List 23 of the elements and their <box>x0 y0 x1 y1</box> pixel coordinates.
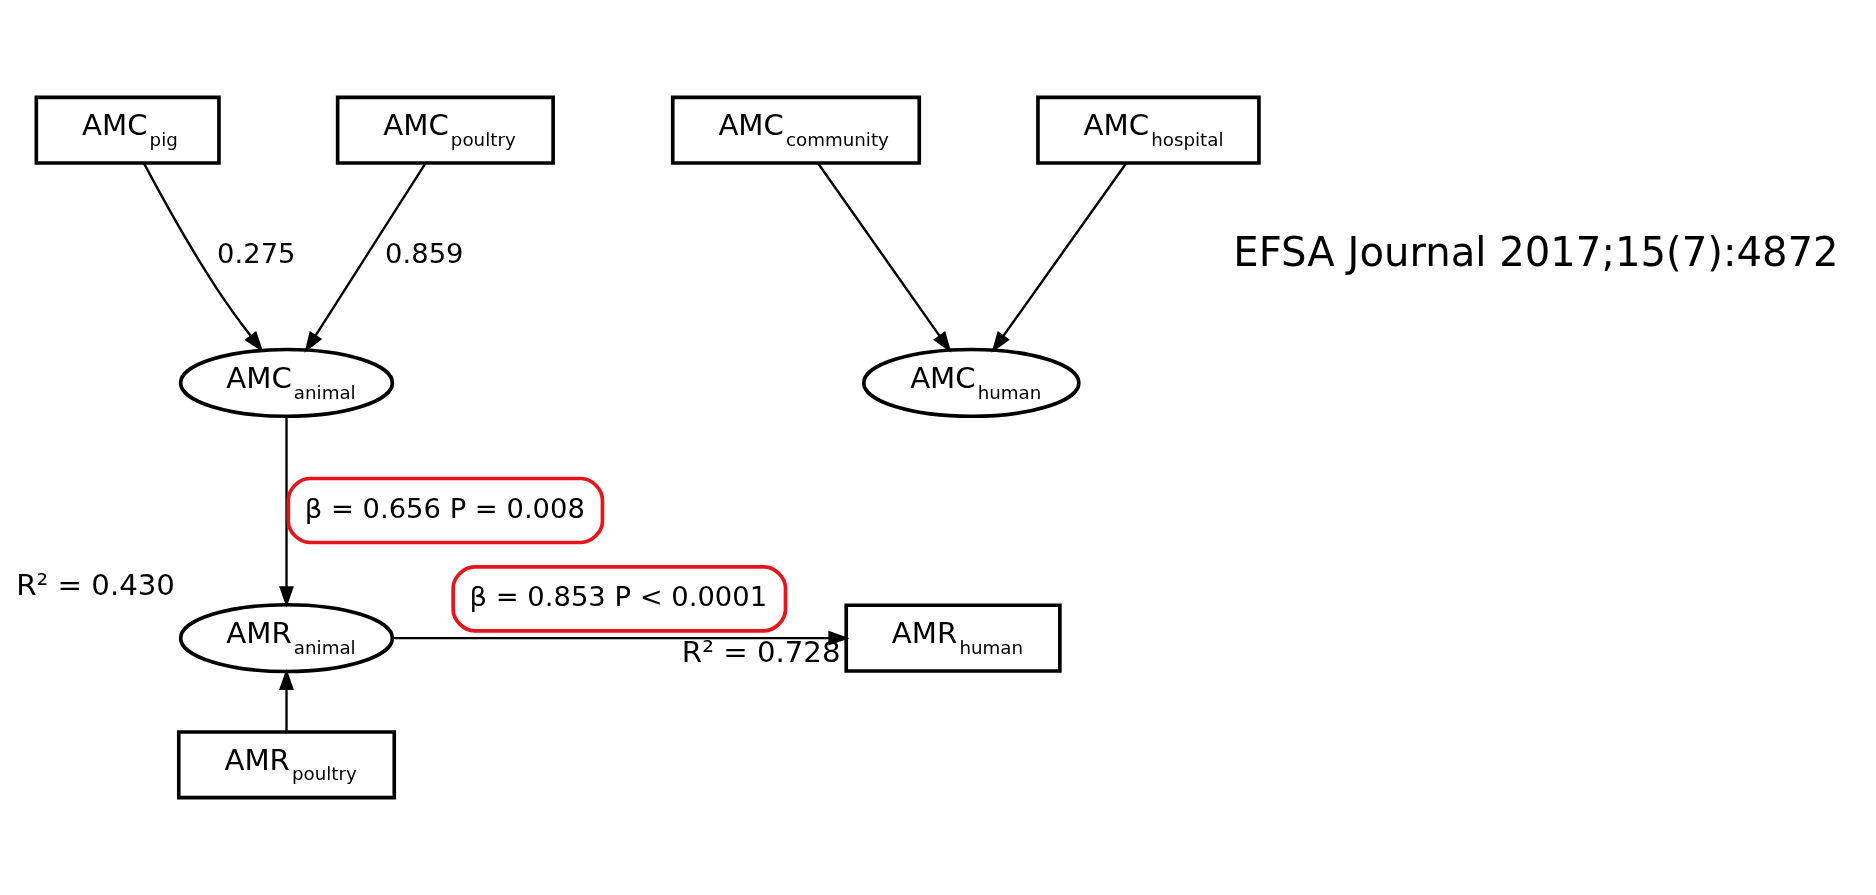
arrow <box>279 416 294 608</box>
arrow <box>817 162 952 353</box>
node-box: AMC$_{poultry}$ <box>335 95 555 165</box>
edge-label: β = 0.853 P < 0.0001 <box>469 581 768 613</box>
node-label: R² = 0.430 <box>16 568 175 603</box>
node-label: R² = 0.728 <box>681 634 841 669</box>
arrow <box>279 668 294 732</box>
edge-label: 0.275 <box>217 237 296 269</box>
arrow <box>304 162 427 353</box>
node-box: AMC$_{hospital}$ <box>1036 95 1261 165</box>
label: EFSA Journal 2017;15(7):4872 <box>1233 229 1839 276</box>
node-box: AMR$_{human}$ <box>844 603 1062 673</box>
arrow <box>392 630 850 646</box>
node-ellipse: AMC$_{human}$ <box>861 347 1081 419</box>
arrow <box>142 162 264 353</box>
node-box: AMR$_{poultry}$ <box>176 730 397 800</box>
node-ellipse: AMR$_{animal}$ <box>178 602 395 674</box>
arrow <box>991 162 1127 353</box>
edge-label: 0.859 <box>385 237 464 269</box>
node-box: AMC$_{pig}$ <box>34 95 221 165</box>
node-box: AMC$_{community}$ <box>670 95 922 165</box>
node-ellipse: AMC$_{animal}$ <box>178 347 395 419</box>
edge-label: β = 0.656 P = 0.008 <box>304 492 585 524</box>
